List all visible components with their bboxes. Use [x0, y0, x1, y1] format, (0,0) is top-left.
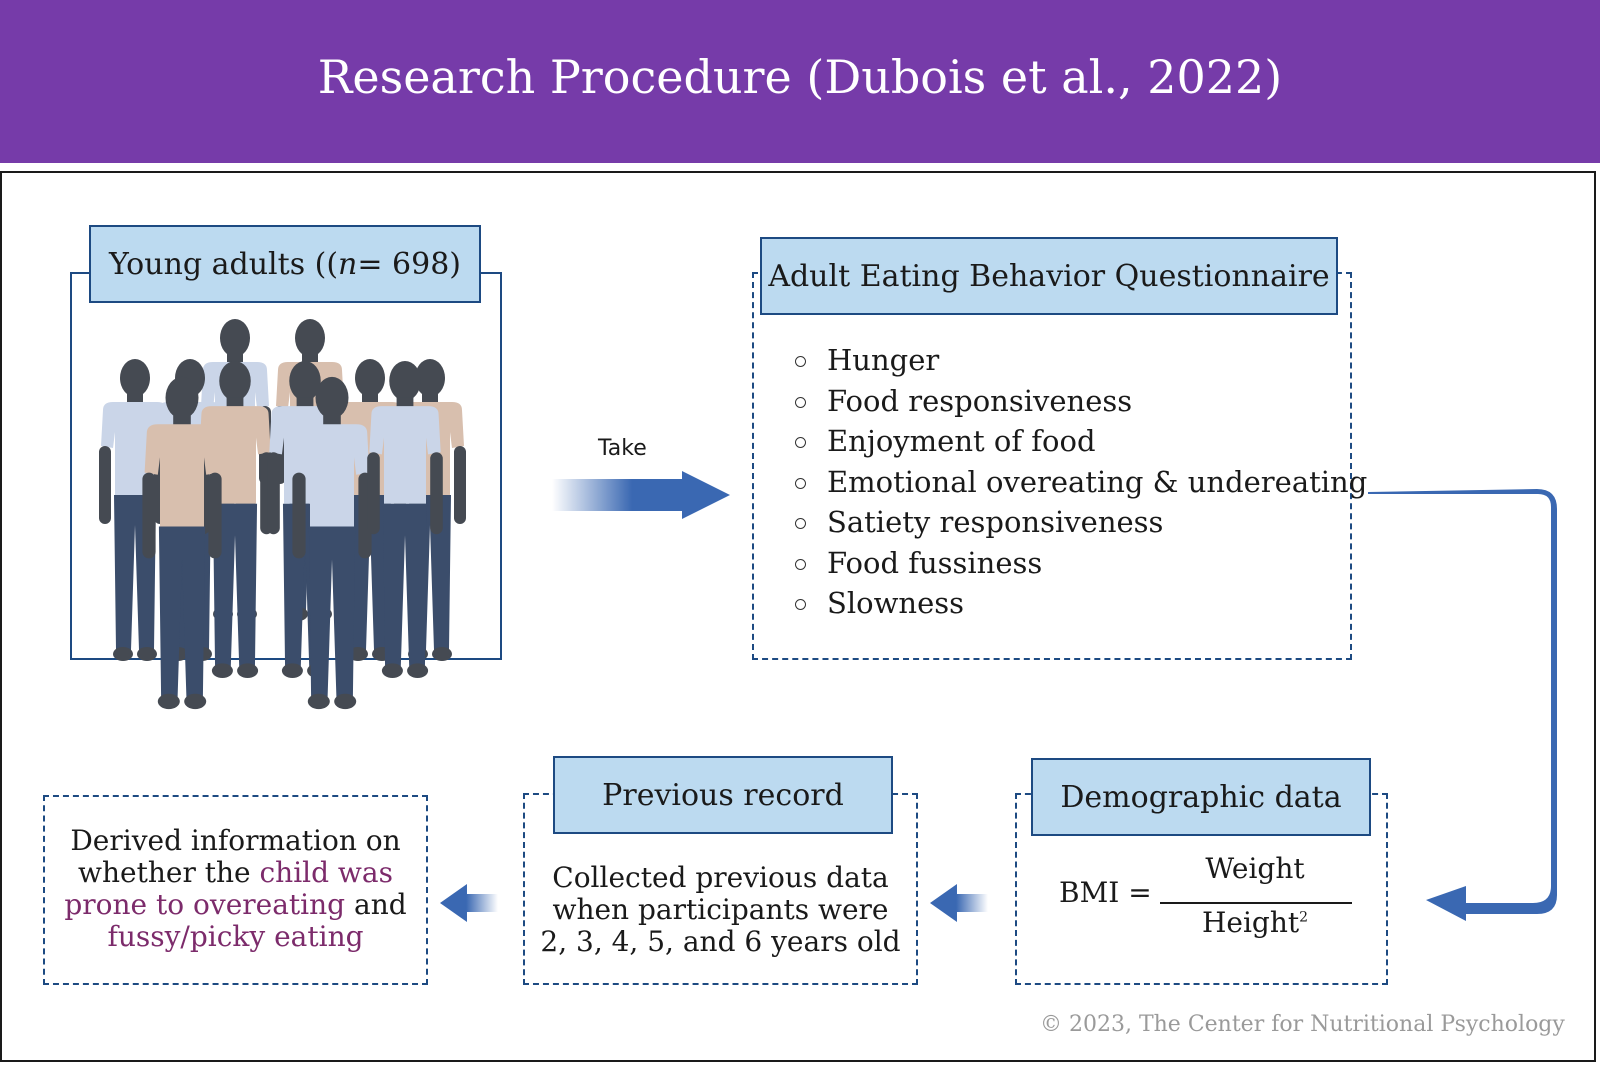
list-item: Enjoyment of food — [795, 421, 1367, 462]
derived-highlight-1: child was prone to overeating — [64, 856, 393, 921]
questionnaire-title: Adult Eating Behavior Questionnaire — [760, 237, 1338, 315]
person-silhouette — [367, 360, 443, 679]
questionnaire-items: Hunger Food responsiveness Enjoyment of … — [795, 340, 1367, 624]
bmi-numerator: Weight — [1205, 852, 1305, 885]
list-item: Hunger — [795, 340, 1367, 381]
previous-record-title: Previous record — [553, 756, 893, 834]
derived-highlight-2: fussy/picky eating — [107, 920, 364, 953]
derived-text-2: and — [345, 888, 407, 921]
person-silhouette — [292, 376, 372, 710]
person-silhouette — [142, 376, 222, 710]
list-item: Food responsiveness — [795, 381, 1367, 422]
content-frame — [0, 171, 1596, 1062]
copyright: © 2023, The Center for Nutritional Psych… — [1040, 1012, 1565, 1037]
participants-label-prefix: Young adults (( — [108, 246, 339, 282]
take-label: Take — [598, 436, 647, 461]
bmi-denominator-text: Height — [1201, 906, 1300, 939]
demographic-title: Demographic data — [1031, 758, 1371, 836]
derived-text-1: Derived information on whether the — [70, 824, 401, 889]
derived-info-text: Derived information on whether the child… — [58, 825, 413, 953]
list-item: Food fussiness — [795, 543, 1367, 584]
header-banner: Research Procedure (Dubois et al., 2022) — [0, 0, 1600, 163]
bmi-exponent: 2 — [1299, 909, 1309, 926]
bmi-label: BMI = — [1059, 876, 1152, 909]
participants-label-n: n — [338, 246, 358, 282]
list-item: Slowness — [795, 583, 1367, 624]
derived-info-box — [43, 795, 428, 985]
participants-label-suffix: = 698) — [357, 246, 461, 282]
page-title: Research Procedure (Dubois et al., 2022) — [317, 50, 1283, 104]
participants-label: Young adults ((n= 698) — [89, 225, 481, 303]
list-item: Emotional overeating & undereating — [795, 462, 1367, 503]
fraction-bar — [1160, 902, 1352, 904]
bmi-denominator: Height2 — [1160, 906, 1350, 939]
list-item: Satiety responsiveness — [795, 502, 1367, 543]
previous-record-description: Collected previous data when participant… — [540, 861, 901, 958]
